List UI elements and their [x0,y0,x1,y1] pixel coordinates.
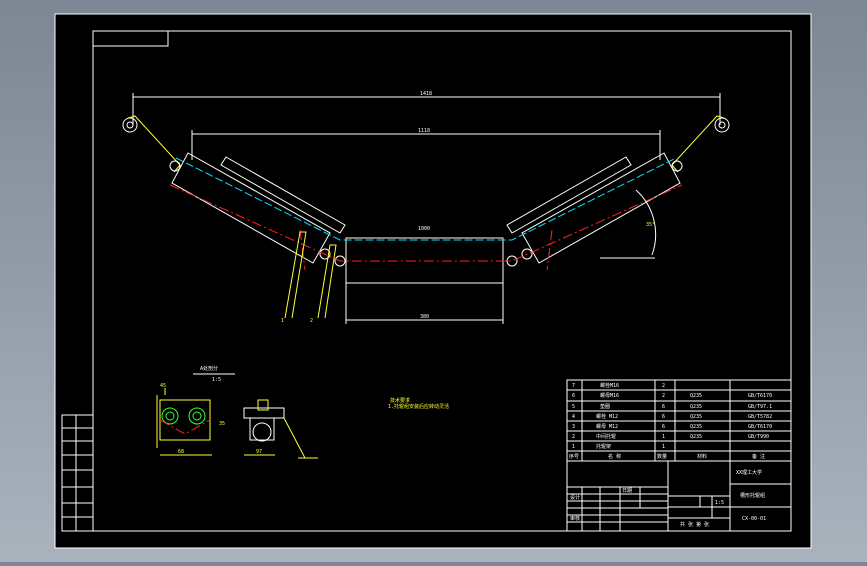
tech-notes-title: 技术要求 [390,397,410,404]
bom-row: 1 托辊架 1 [572,443,665,450]
svg-text:托辊架: 托辊架 [596,443,611,450]
drawing-frame [92,30,792,532]
detail-dim-side: 97 [256,449,262,455]
svg-text:螺母M16: 螺母M16 [600,392,619,399]
svg-text:序号: 序号 [569,453,579,460]
svg-text:5: 5 [572,404,575,410]
detail-dim-top: 45 [160,383,166,389]
tech-notes-line1: 1.托辊组安装后应转动灵活 [388,403,449,410]
svg-text:数量: 数量 [657,453,667,460]
school-name: XX理工大学 [736,469,762,476]
svg-text:Q235: Q235 [690,404,702,410]
detail-dim-height: 35 [219,421,225,427]
designer-label: 设计 [570,494,580,501]
svg-text:6: 6 [662,424,665,430]
dim-text-380: 380 [420,314,429,320]
bom-row: 3 螺母 M12 6 Q235 GB/T6170 [572,423,772,430]
tech-notes: 技术要求 1.托辊组安装后应转动灵活 [388,397,449,410]
detail-title: A处剖分 [200,365,218,372]
svg-text:2: 2 [662,383,665,389]
title-block: 设计 审核 日期 XX理工大学 槽形托辊组 CX-00-01 1:5 共 张 第… [566,460,792,532]
svg-text:1: 1 [572,444,575,450]
svg-text:1: 1 [662,434,665,440]
date-label: 日期 [622,488,632,494]
svg-text:名 称: 名 称 [608,453,621,460]
svg-text:6: 6 [572,393,575,399]
left-end-bracket [127,115,181,173]
svg-text:6: 6 [662,414,665,420]
svg-text:GB/T6170: GB/T6170 [748,393,772,399]
drawing-sheet [54,13,812,549]
svg-text:GB/T990: GB/T990 [748,434,769,440]
svg-text:4: 4 [572,414,575,420]
svg-text:GB/T6170: GB/T6170 [748,424,772,430]
svg-text:Q235: Q235 [690,424,702,430]
svg-text:材料: 材料 [697,453,707,460]
right-roller [521,152,681,264]
roller-centerline [169,184,683,262]
label-box [92,30,169,47]
svg-text:螺栓M16: 螺栓M16 [600,382,619,389]
angle-arc [635,189,657,256]
right-end-bracket [671,115,725,173]
checker-label: 审核 [570,515,580,522]
bom-row: 6 螺母M16 2 Q235 GB/T6170 [572,392,772,399]
svg-text:3: 3 [572,424,575,430]
svg-text:7: 7 [572,383,575,389]
main-idler-view: 1418 1118 1000 [122,91,730,324]
left-margin-strip [61,414,94,532]
right-belt-edge [506,156,632,234]
part-name: 槽形托辊组 [740,492,765,499]
detail-scale: 1:5 [212,377,221,383]
svg-text:螺母 M12: 螺母 M12 [596,423,618,430]
svg-text:2: 2 [662,393,665,399]
detail-view: A处剖分 1:5 68 35 45 97 [156,365,318,459]
svg-text:垫圈: 垫圈 [600,403,610,410]
detail-dim-width: 68 [178,449,184,455]
left-belt-edge [220,156,346,234]
right-hook [714,117,730,133]
dim-text-1000: 1000 [418,226,430,232]
svg-text:备 注: 备 注 [752,453,765,460]
svg-text:螺栓 M12: 螺栓 M12 [596,413,618,420]
svg-text:Q235: Q235 [690,393,702,399]
belt-line [175,157,677,241]
left-hook [122,117,138,133]
dim-text-1418: 1418 [420,91,432,97]
left-support-2 [317,244,337,319]
detail-roller-left [161,407,179,425]
detail-roller-right [188,407,206,425]
bracket-label-1: 1 [281,318,284,324]
bracket-label-2: 2 [310,318,313,324]
bom-header: 序号 名 称 数量 材料 备 注 [569,453,765,460]
bom-row: 4 螺栓 M12 6 Q235 GB/T5782 [572,413,772,420]
svg-text:Q235: Q235 [690,434,702,440]
bom-row: 7 螺栓M16 2 [572,382,665,389]
drawing-number: CX-00-01 [742,516,766,522]
svg-text:Q235: Q235 [690,414,702,420]
left-roller [171,152,331,264]
bom-row: 5 垫圈 6 Q235 GB/T97.1 [572,403,772,410]
left-support [284,231,307,319]
bom-row: 2 中间托辊 1 Q235 GB/T990 [572,433,769,440]
svg-text:1: 1 [662,444,665,450]
svg-text:6: 6 [662,404,665,410]
svg-text:中间托辊: 中间托辊 [596,433,616,440]
dim-text-1118: 1118 [418,128,430,134]
svg-text:GB/T5782: GB/T5782 [748,414,772,420]
svg-text:GB/T97.1: GB/T97.1 [748,404,772,410]
sheet-info: 共 张 第 张 [680,521,709,528]
angle-text: 35° [646,222,655,228]
side-detail-roller [252,422,272,442]
svg-text:2: 2 [572,434,575,440]
scale-value: 1:5 [715,500,724,506]
